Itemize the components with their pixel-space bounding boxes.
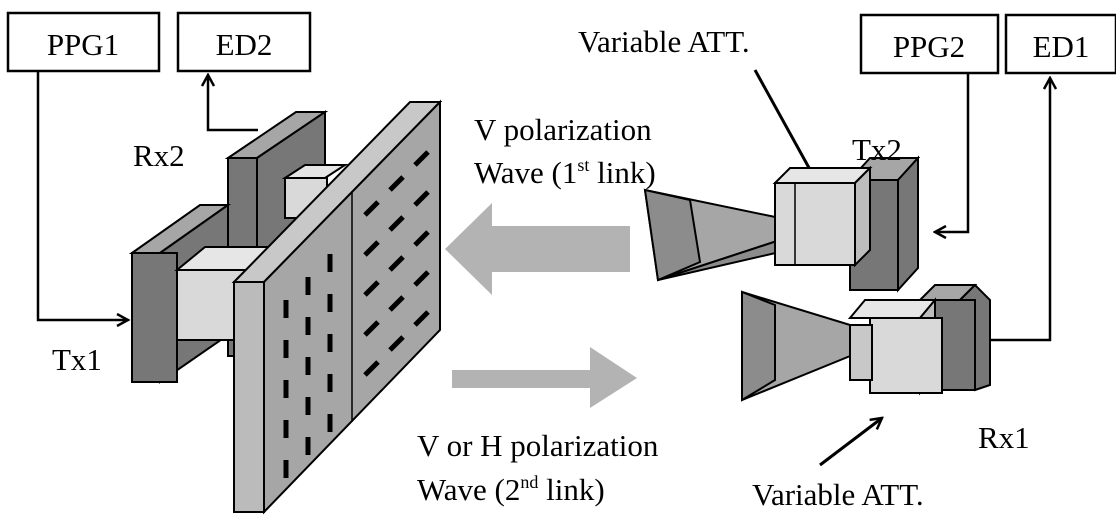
rx2-to-ed2-line (208, 75, 258, 132)
ppg2-to-tx2-line (935, 73, 970, 232)
link1-line2: Wave (1st link) (474, 155, 656, 190)
variable-att-top-label: Variable ATT. (578, 24, 750, 59)
ed2-box: ED2 (176, 11, 312, 73)
ppg1-to-tx1-line (36, 71, 128, 320)
rx1-horn (741, 290, 861, 402)
tx2-feed-block (772, 165, 873, 268)
ppg2-box: PPG2 (859, 13, 1000, 75)
v-polarization-dashes (283, 254, 333, 478)
rx1-label: Rx1 (978, 420, 1030, 455)
tx2-label: Tx2 (852, 132, 902, 167)
link2-line1: V or H polarization (417, 428, 659, 463)
tx2-horn (643, 188, 781, 282)
ppg2-label: PPG2 (893, 29, 965, 64)
link1-arrow (445, 203, 630, 295)
ed1-box: ED1 (1004, 13, 1116, 75)
link1-line1: V polarization (474, 112, 652, 147)
ppg1-box: PPG1 (6, 11, 161, 73)
tx1-label: Tx1 (52, 342, 102, 377)
polarizer-panel (231, 99, 443, 515)
rx1-to-ed1-line (990, 78, 1050, 342)
link2-arrow (452, 347, 637, 408)
rx2-label: Rx2 (133, 138, 185, 173)
ed2-label: ED2 (216, 27, 273, 62)
h-polarization-dashes (363, 150, 430, 377)
rx1-feed-block (847, 297, 943, 396)
variable-att-bottom-pointer (819, 418, 882, 467)
ed1-label: ED1 (1033, 29, 1090, 64)
variable-att-bottom-label: Variable ATT. (752, 477, 924, 512)
link2-line2: Wave (2nd link) (417, 472, 605, 507)
ppg1-label: PPG1 (47, 27, 119, 62)
